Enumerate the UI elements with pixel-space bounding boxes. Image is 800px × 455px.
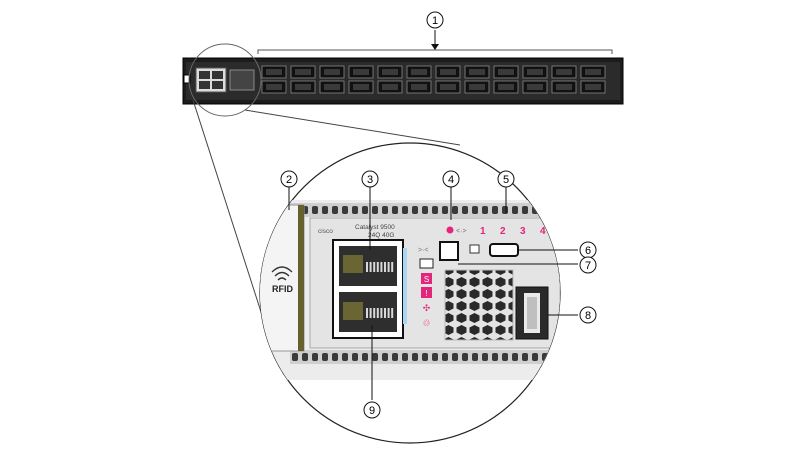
zoom-line-right	[244, 109, 461, 146]
qsfp-port-array	[261, 65, 606, 94]
led-alert: !	[425, 289, 427, 298]
model-variant: 24Q 40G	[368, 232, 394, 239]
mode-button[interactable]	[439, 241, 459, 261]
led-status: S	[424, 275, 429, 284]
callout-1: 1	[432, 15, 438, 27]
fan-grille-icon	[444, 269, 514, 341]
zoom-line-left	[192, 99, 271, 341]
cisco-logo: cisco	[318, 228, 333, 235]
leader-lines	[288, 187, 578, 400]
bezel-olive-edge	[298, 205, 304, 351]
rfid-label: RFID	[272, 284, 293, 294]
callout-7: 7	[585, 260, 591, 272]
callout-markers: 1 2 3 4 5 6 7 8 9	[280, 11, 597, 419]
model-name: Catalyst 9500	[355, 224, 395, 231]
port-led-2: 2	[500, 226, 506, 237]
led-fan: ✣	[423, 303, 431, 313]
rfid-icon	[271, 266, 293, 273]
port-led-4: 4	[540, 226, 546, 237]
led-power: ♲	[422, 318, 430, 328]
beacon-led-icon	[446, 226, 454, 234]
port-led-1: 1	[480, 226, 486, 237]
magnified-view: S ! ✣ ♲ cisco Catalyst 9500 24Q 40G 1 2 …	[259, 142, 561, 444]
ports-bracket	[257, 49, 613, 54]
callout-8: 8	[585, 310, 591, 322]
svg-text:<·>: <·>	[456, 228, 467, 235]
svg-text:>·<: >·<	[418, 247, 429, 254]
switch-front-panel	[182, 30, 624, 105]
zoom-origin-circle	[188, 43, 262, 117]
callout-9: 9	[369, 405, 375, 417]
callout-6: 6	[585, 245, 591, 257]
port-led-3: 3	[520, 226, 526, 237]
bottom-rail-slots	[292, 353, 558, 361]
callout-3: 3	[367, 174, 373, 186]
callout-2: 2	[286, 174, 292, 186]
callout-4: 4	[448, 174, 454, 186]
callout-5: 5	[503, 174, 509, 186]
console-port-icon[interactable]	[489, 243, 519, 257]
